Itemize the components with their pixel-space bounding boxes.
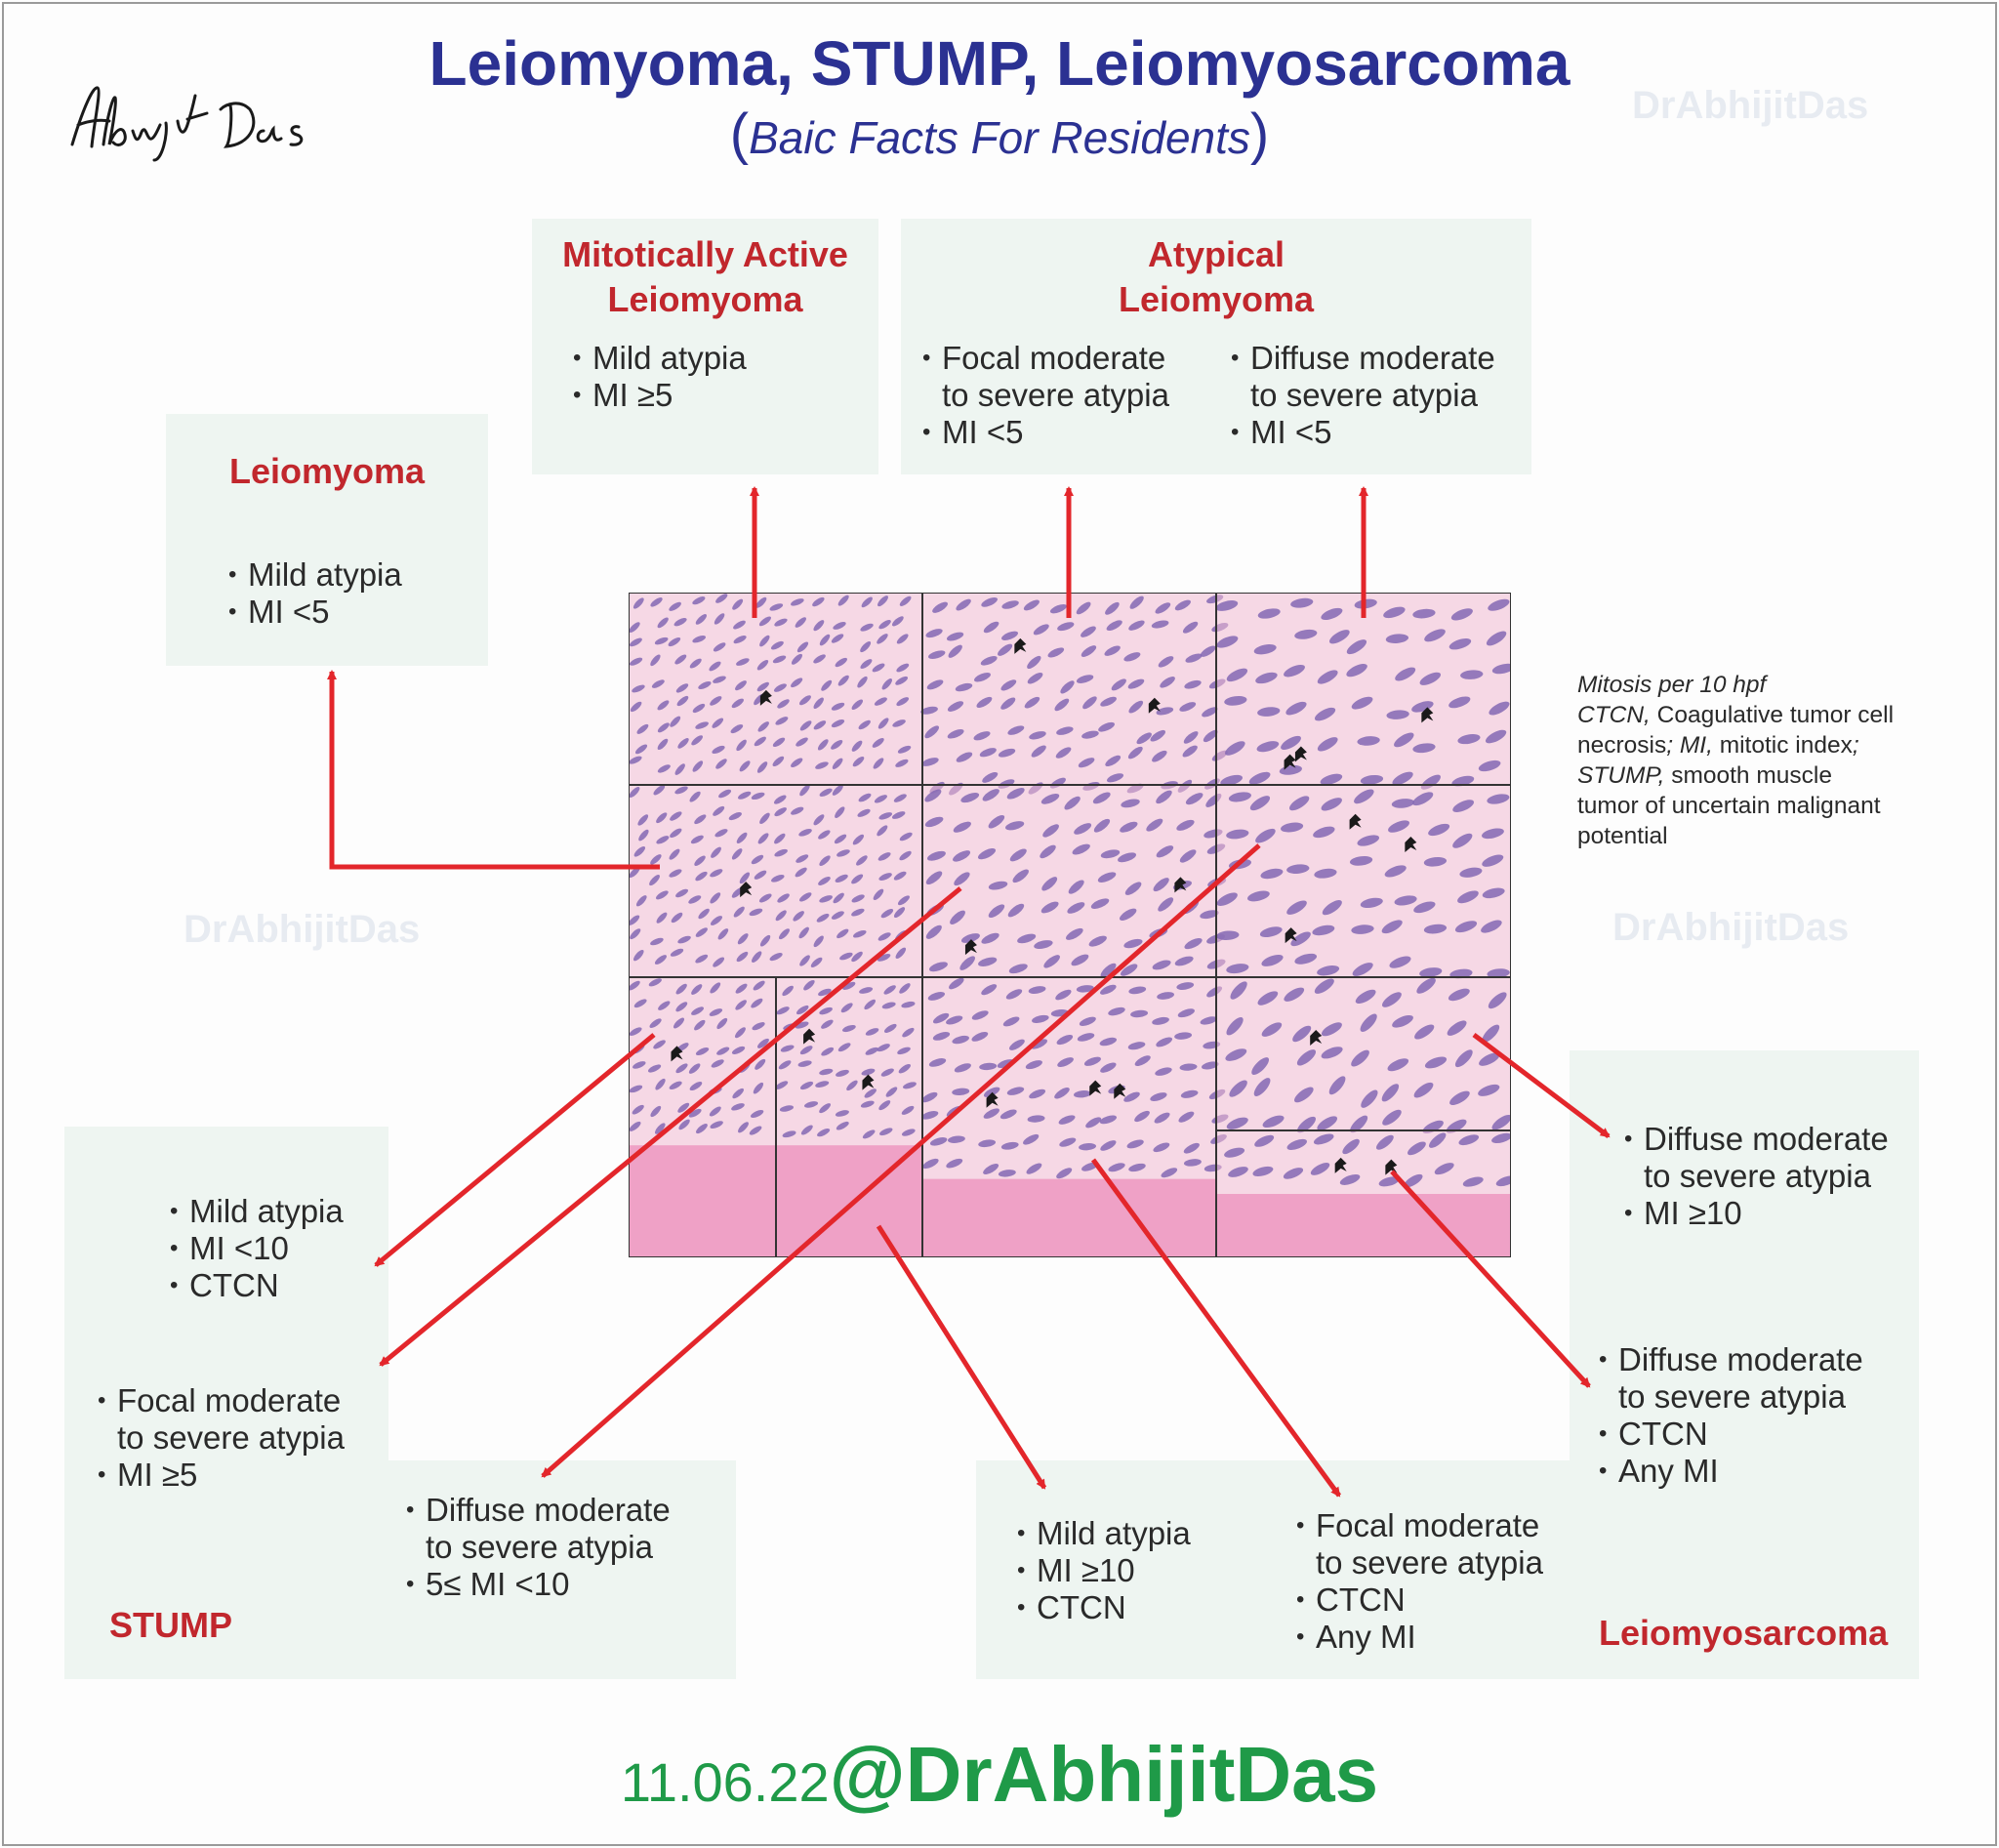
criterion-item: CTCN bbox=[1296, 1581, 1543, 1619]
histology-tile bbox=[922, 785, 1227, 977]
criterion-item: Mild atypia bbox=[170, 1193, 344, 1230]
leiomyoma-title: Leiomyoma bbox=[228, 451, 426, 491]
criterion-text: Diffuse moderate bbox=[1644, 1121, 1889, 1157]
histology-tile bbox=[1216, 785, 1511, 979]
histology-tile bbox=[775, 977, 922, 1257]
legend-definition: smooth muscle tumor of uncertain maligna… bbox=[1577, 762, 1881, 849]
criterion-text: to severe atypia bbox=[1618, 1378, 1846, 1415]
footer: 11.06.22@DrAbhijitDas bbox=[0, 1730, 1999, 1820]
criterion-text: Focal moderate bbox=[942, 340, 1166, 376]
stump-criteria-group-1: Mild atypia MI <10 CTCN bbox=[170, 1193, 344, 1304]
criterion-text: to severe atypia bbox=[1316, 1544, 1543, 1581]
legend-separator: ; bbox=[1852, 732, 1859, 759]
criterion-text: Focal moderate bbox=[1316, 1507, 1540, 1543]
legend-mitosis-note: Mitosis per 10 hpf bbox=[1577, 672, 1767, 698]
subtitle-close-paren: ) bbox=[1249, 103, 1270, 166]
stump-label: STUMP bbox=[109, 1605, 232, 1645]
leiomyoma-box: Leiomyoma Mild atypia MI <5 bbox=[166, 414, 488, 666]
atypical-leiomyoma-title: Atypical Leiomyoma bbox=[901, 232, 1531, 322]
histology-tile bbox=[629, 977, 776, 1257]
legend-separator: ; bbox=[1666, 732, 1680, 759]
criterion-item: MI ≥10 bbox=[1624, 1195, 1889, 1232]
legend-definition: mitotic index bbox=[1712, 732, 1853, 759]
histology-tile bbox=[1216, 1130, 1511, 1257]
title-line: Leiomyoma bbox=[607, 279, 803, 319]
criterion-item: Mild atypia bbox=[228, 556, 402, 594]
criterion-text: to severe atypia bbox=[1250, 377, 1478, 413]
criterion-item: Any MI bbox=[1599, 1453, 1863, 1490]
criterion-item: MI ≥5 bbox=[98, 1457, 345, 1494]
criterion-text: to severe atypia bbox=[1644, 1158, 1871, 1194]
criterion-item: Any MI bbox=[1296, 1619, 1543, 1656]
histology-tile bbox=[1215, 593, 1511, 790]
criterion-text: Diffuse moderate bbox=[1250, 340, 1495, 376]
criterion-item: Mild atypia bbox=[1017, 1515, 1191, 1552]
criterion-item: MI ≥5 bbox=[573, 377, 747, 414]
histology-tile bbox=[920, 593, 1229, 796]
footer-handle: @DrAbhijitDas bbox=[829, 1731, 1379, 1818]
watermark: DrAbhijitDas bbox=[1632, 84, 1869, 127]
histology-tile bbox=[1216, 977, 1511, 1134]
watermark: DrAbhijitDas bbox=[1612, 906, 1850, 949]
criterion-item: MI <5 bbox=[922, 414, 1169, 451]
leiomyosarcoma-criteria-group-3: Mild atypia MI ≥10 CTCN bbox=[1017, 1515, 1191, 1626]
criterion-item: CTCN bbox=[1017, 1589, 1191, 1626]
criterion-text: Diffuse moderate bbox=[426, 1492, 671, 1528]
leiomyosarcoma-label: Leiomyosarcoma bbox=[1599, 1613, 1889, 1653]
mitotically-active-criteria: Mild atypia MI ≥5 bbox=[573, 340, 747, 414]
signature-logo bbox=[70, 86, 304, 162]
footer-date: 11.06.22 bbox=[620, 1751, 830, 1813]
legend-definition: Coagulative tumor cell necrosis bbox=[1577, 702, 1895, 759]
legend-abbr: MI, bbox=[1679, 732, 1713, 759]
histology-tile bbox=[629, 784, 922, 977]
criterion-item: MI <10 bbox=[170, 1230, 344, 1267]
criterion-item: 5≤ MI <10 bbox=[406, 1566, 671, 1603]
criterion-item: MI <5 bbox=[228, 594, 402, 631]
page-subtitle: (Baic Facts For Residents) bbox=[0, 102, 1999, 167]
criterion-text: to severe atypia bbox=[942, 377, 1169, 413]
criterion-item: CTCN bbox=[1599, 1416, 1863, 1453]
histology-tile bbox=[629, 593, 922, 785]
mitotically-active-title: Mitotically Active Leiomyoma bbox=[532, 232, 878, 322]
subtitle-open-paren: ( bbox=[729, 103, 750, 166]
criterion-text: Focal moderate bbox=[117, 1382, 342, 1418]
title-line: Leiomyoma bbox=[1118, 279, 1315, 319]
criterion-item: CTCN bbox=[170, 1267, 344, 1304]
mitotically-active-leiomyoma-box: Mitotically Active Leiomyoma Mild atypia… bbox=[532, 219, 878, 474]
title-line: Mitotically Active bbox=[562, 234, 848, 274]
criterion-item: Mild atypia bbox=[573, 340, 747, 377]
leiomyoma-criteria: Mild atypia MI <5 bbox=[228, 556, 402, 631]
subtitle-text: Baic Facts For Residents bbox=[749, 112, 1250, 163]
criterion-item: MI <5 bbox=[1231, 414, 1495, 451]
page-title: Leiomyoma, STUMP, Leiomyosarcoma bbox=[428, 28, 1571, 99]
criterion-text: to severe atypia bbox=[426, 1529, 653, 1565]
criterion-text: Diffuse moderate bbox=[1618, 1341, 1863, 1377]
criterion-item: MI ≥10 bbox=[1017, 1552, 1191, 1589]
watermark: DrAbhijitDas bbox=[184, 908, 421, 951]
legend-abbr: CTCN, bbox=[1577, 702, 1651, 728]
histology-illustration bbox=[629, 593, 1511, 1257]
abbreviation-legend: Mitosis per 10 hpf CTCN, Coagulative tum… bbox=[1577, 670, 1899, 851]
criterion-text: to severe atypia bbox=[117, 1419, 345, 1456]
histology-tile bbox=[920, 977, 1229, 1257]
legend-abbr: STUMP, bbox=[1577, 762, 1665, 789]
title-line: Atypical bbox=[1147, 234, 1285, 274]
